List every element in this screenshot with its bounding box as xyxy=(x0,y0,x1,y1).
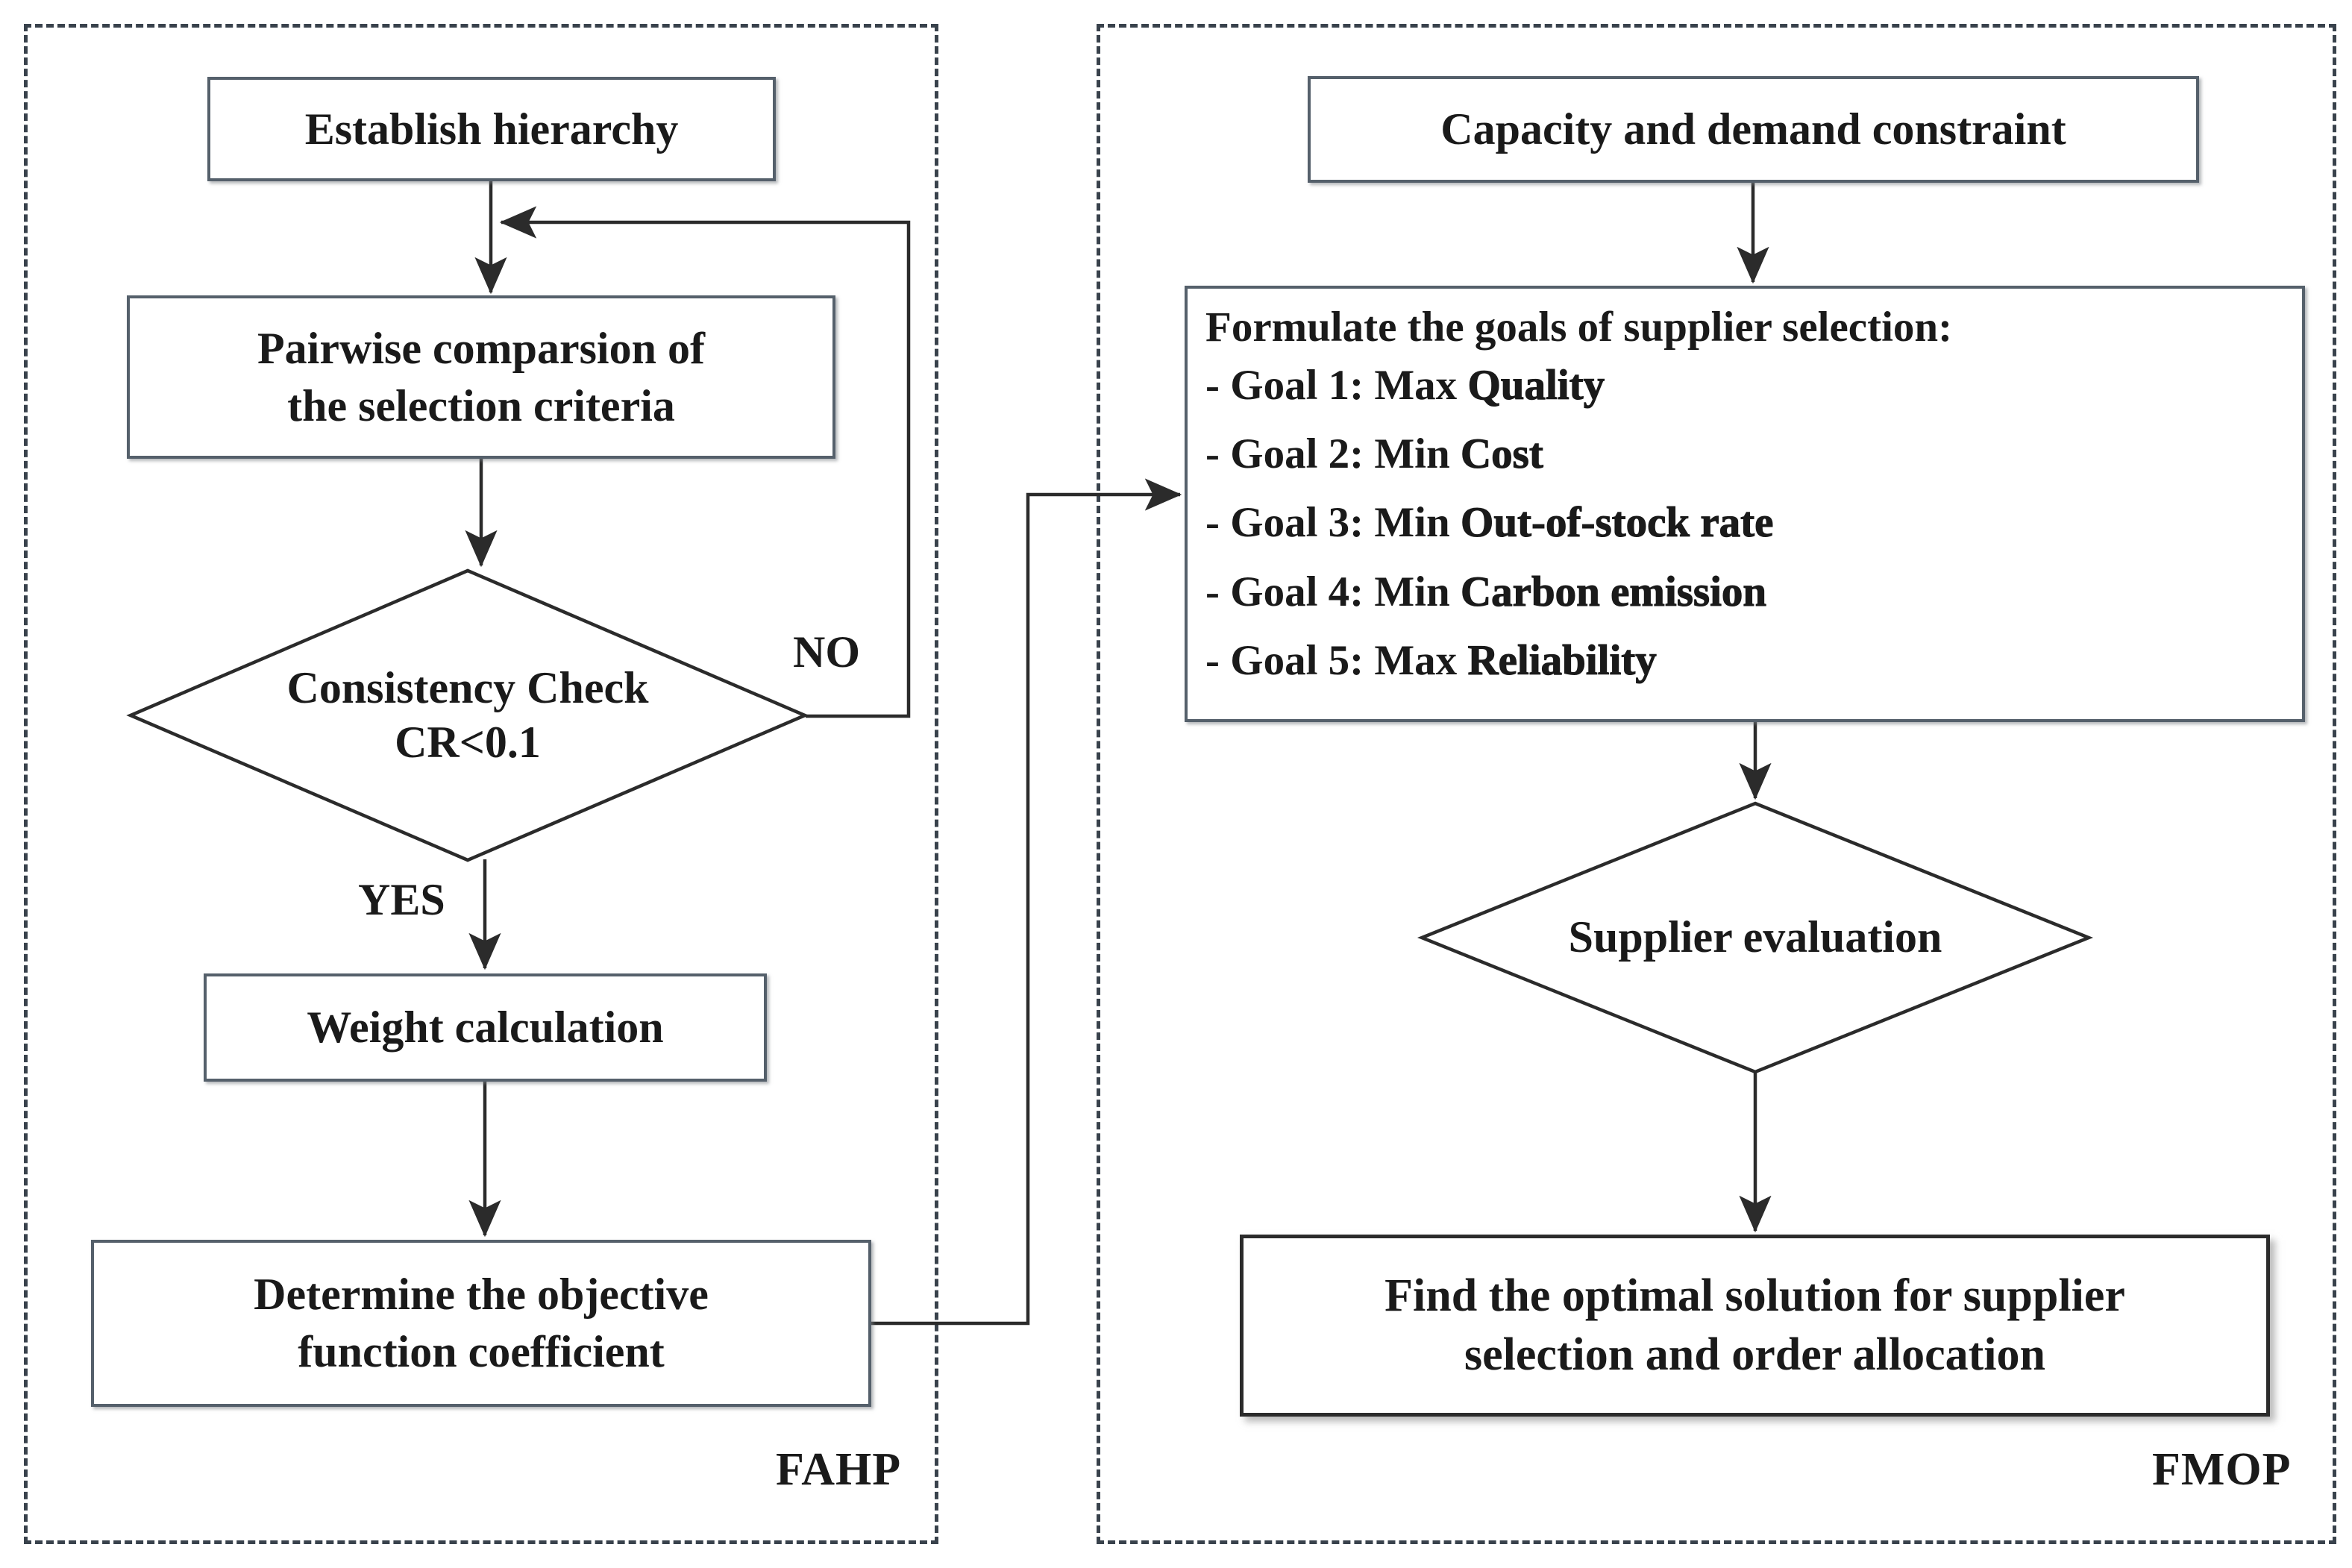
node-pairwise-comparison-label: Pairwise comparsion of the selection cri… xyxy=(247,320,715,435)
panel-label-fmop: FMOP xyxy=(2152,1444,2292,1495)
goal-item-2: - Goal 2: Min Cost xyxy=(1205,430,1543,478)
pairwise-line-2: the selection criteria xyxy=(287,380,675,430)
node-find-optimal-solution-label: Find the optimal solution for supplier s… xyxy=(1374,1267,2136,1385)
node-consistency-check[interactable]: Consistency Check CR<0.1 xyxy=(126,568,809,862)
goal-item-4: - Goal 4: Min Carbon emission xyxy=(1205,568,1767,615)
node-weight-calculation-label: Weight calculation xyxy=(307,1003,664,1053)
determine-line-1: Determine the objective xyxy=(254,1270,709,1320)
node-establish-hierarchy[interactable]: Establish hierarchy xyxy=(207,77,776,181)
node-determine-objective-coefficient-label: Determine the objective function coeffic… xyxy=(243,1266,719,1381)
edge-label-no: NO xyxy=(793,627,860,677)
formulate-goals-heading: Formulate the goals of supplier selectio… xyxy=(1205,304,1953,351)
panel-label-fahp: FAHP xyxy=(776,1444,902,1495)
goal-4-emphasis: Carbon emission xyxy=(1460,568,1767,615)
node-pairwise-comparison[interactable]: Pairwise comparsion of the selection cri… xyxy=(127,295,835,459)
node-formulate-goals[interactable]: Formulate the goals of supplier selectio… xyxy=(1185,286,2305,722)
determine-line-2: function coefficient xyxy=(298,1327,665,1376)
goal-item-5: - Goal 5: Max Reliability xyxy=(1205,637,1657,685)
goal-item-3: - Goal 3: Min Out-of-stock rate xyxy=(1205,499,1774,547)
goal-3-emphasis: Out-of-stock rate xyxy=(1460,499,1774,547)
goal-item-1: - Goal 1: Max Quality xyxy=(1205,361,1605,409)
goal-5-emphasis: Reliability xyxy=(1467,637,1657,685)
find-line-2: selection and order allocation xyxy=(1464,1329,2045,1380)
find-line-1: Find the optimal solution for supplier xyxy=(1384,1270,2125,1321)
node-weight-calculation[interactable]: Weight calculation xyxy=(204,973,767,1082)
node-capacity-demand-constraint[interactable]: Capacity and demand constraint xyxy=(1308,76,2199,183)
node-capacity-demand-constraint-label: Capacity and demand constraint xyxy=(1440,104,2066,154)
node-establish-hierarchy-label: Establish hierarchy xyxy=(304,104,679,154)
goals-list: - Goal 1: Max Quality - Goal 2: Min Cost… xyxy=(1205,351,2302,696)
pairwise-line-1: Pairwise comparsion of xyxy=(257,323,705,373)
edge-label-yes: YES xyxy=(358,875,445,924)
node-supplier-evaluation[interactable]: Supplier evaluation xyxy=(1417,801,2094,1074)
node-determine-objective-coefficient[interactable]: Determine the objective function coeffic… xyxy=(91,1240,871,1407)
goal-1-emphasis: Quality xyxy=(1467,361,1605,409)
node-find-optimal-solution[interactable]: Find the optimal solution for supplier s… xyxy=(1240,1235,2270,1417)
goal-2-emphasis: Cost xyxy=(1460,430,1543,478)
